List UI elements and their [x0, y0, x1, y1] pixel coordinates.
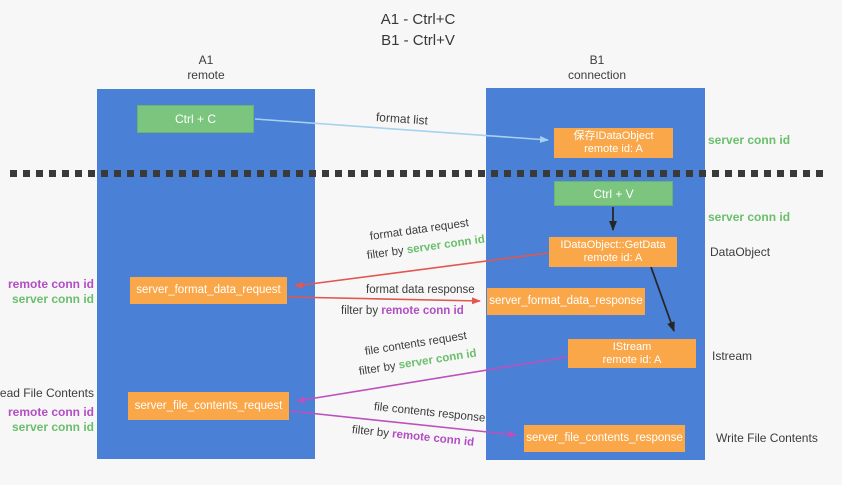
annotation-istream: Istream: [712, 349, 753, 363]
machine-boundary-dotted-line: [10, 170, 824, 177]
server-conn-id-text: server conn id: [11, 292, 94, 306]
remote-conn-id-text: remote conn id: [381, 305, 464, 317]
filter-by-text: filter by: [366, 244, 405, 262]
title-line-1: A1 - Ctrl+C: [380, 11, 456, 28]
column-b1-role: connection: [567, 68, 627, 82]
column-header-b1: B1 connection: [537, 53, 657, 83]
column-a1-role: remote: [187, 68, 225, 82]
annotation-server-conn-id-top: server conn id: [708, 133, 791, 147]
node-ctrl-c-label: Ctrl + C: [174, 112, 216, 126]
label-format-list: format list: [375, 110, 429, 128]
remote-conn-id-text: remote conn id: [7, 277, 94, 291]
node-save-idataobject: 保存IDataObject remote id: A: [554, 128, 673, 158]
node-ctrl-v: Ctrl + V: [554, 181, 673, 206]
node-getdata-line2: remote id: A: [583, 252, 643, 264]
node-server-file-contents-response: server_file_contents_response: [524, 425, 685, 452]
label-format-data-response: format data response: [366, 284, 475, 296]
server-conn-id-text: server conn id: [406, 233, 486, 257]
node-file-request-label: server_file_contents_request: [134, 399, 283, 412]
node-idataobject-getdata: IDataObject::GetData remote id: A: [549, 237, 677, 267]
title-line-2: B1 - Ctrl+V: [381, 32, 455, 49]
column-a1-name: A1: [198, 53, 214, 67]
filter-by-text: filter by: [358, 360, 397, 378]
label-file-contents-response: file contents response: [373, 401, 486, 425]
arrow-format-data-response: [287, 296, 481, 305]
node-ctrl-c: Ctrl + C: [137, 105, 254, 133]
annotation-conn-ids-format: remote conn id server conn id: [8, 277, 94, 307]
column-header-a1: A1 remote: [146, 53, 266, 83]
node-format-response-label: server_format_data_response: [489, 295, 643, 307]
column-b1-name: B1: [589, 53, 605, 67]
node-save-idataobject-line1: 保存IDataObject: [573, 130, 654, 142]
diagram-title: A1 - Ctrl+C B1 - Ctrl+V: [313, 9, 523, 51]
annotation-read-file-contents: Read File Contents: [0, 386, 94, 400]
node-format-request-label: server_format_data_request: [136, 284, 281, 296]
node-server-format-data-request: server_format_data_request: [130, 277, 287, 304]
node-server-format-data-response: server_format_data_response: [487, 288, 645, 315]
server-conn-id-text: server conn id: [11, 420, 94, 434]
annotation-conn-ids-file: remote conn id server conn id: [8, 405, 94, 435]
node-ctrl-v-label: Ctrl + V: [593, 186, 634, 201]
node-getdata-line1: IDataObject::GetData: [560, 239, 666, 251]
annotation-server-conn-id-mid: server conn id: [708, 210, 791, 224]
remote-conn-id-text: remote conn id: [391, 428, 475, 449]
node-istream-line1: IStream: [612, 340, 652, 353]
node-file-response-label: server_file_contents_response: [526, 432, 683, 444]
annotation-dataobject: DataObject: [710, 245, 771, 259]
filter-by-text: filter by: [351, 424, 390, 440]
node-istream: IStream remote id: A: [568, 339, 696, 368]
server-conn-id-text: server conn id: [397, 347, 478, 372]
node-server-file-contents-request: server_file_contents_request: [128, 392, 289, 420]
remote-conn-id-text: remote conn id: [7, 405, 94, 419]
node-save-idataobject-line2: remote id: A: [584, 143, 643, 155]
annotation-write-file-contents: Write File Contents: [716, 431, 818, 445]
filter-by-text: filter by: [341, 305, 379, 317]
node-istream-line2: remote id: A: [602, 353, 662, 366]
